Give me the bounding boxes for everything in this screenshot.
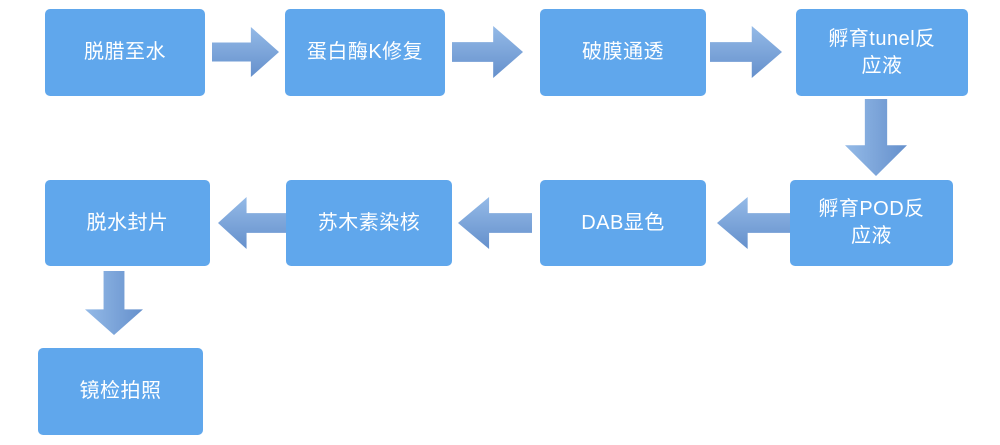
node-label: 蛋白酶K修复 (306, 41, 424, 63)
arrow-down-icon (845, 99, 907, 176)
node-dewax-to-water: 脱腊至水 (45, 9, 205, 96)
arrow-right-icon (452, 26, 523, 78)
node-incubate-pod-reaction: 孵育POD反应液 (790, 180, 953, 266)
node-dab-color-development: DAB显色 (540, 180, 706, 266)
node-hematoxylin-nuclear-stain: 苏木素染核 (286, 180, 452, 266)
node-label: 脱水封片 (86, 211, 169, 234)
node-proteinase-k-repair: 蛋白酶K修复 (285, 9, 445, 96)
arrow-right-icon (212, 27, 279, 77)
node-membrane-permeabilization: 破膜通透 (540, 9, 706, 96)
node-incubate-tunel-reaction: 孵育tunel反应液 (796, 9, 968, 96)
node-dehydrate-and-mount: 脱水封片 (45, 180, 210, 266)
node-label: 孵育POD反应液 (818, 198, 925, 247)
arrow-right-icon (710, 26, 782, 78)
arrow-left-icon (717, 197, 790, 249)
node-label: 孵育tunel反应液 (828, 27, 936, 77)
arrow-down-icon (85, 271, 143, 335)
node-label: DAB显色 (581, 211, 665, 234)
node-label: 脱腊至水 (84, 41, 166, 63)
arrow-left-icon (458, 197, 532, 249)
node-label: 破膜通透 (582, 41, 664, 63)
node-label: 镜检拍照 (79, 380, 162, 402)
arrow-left-icon (218, 197, 286, 249)
node-microscopy-photograph: 镜检拍照 (38, 348, 203, 435)
node-label: 苏木素染核 (317, 211, 421, 234)
